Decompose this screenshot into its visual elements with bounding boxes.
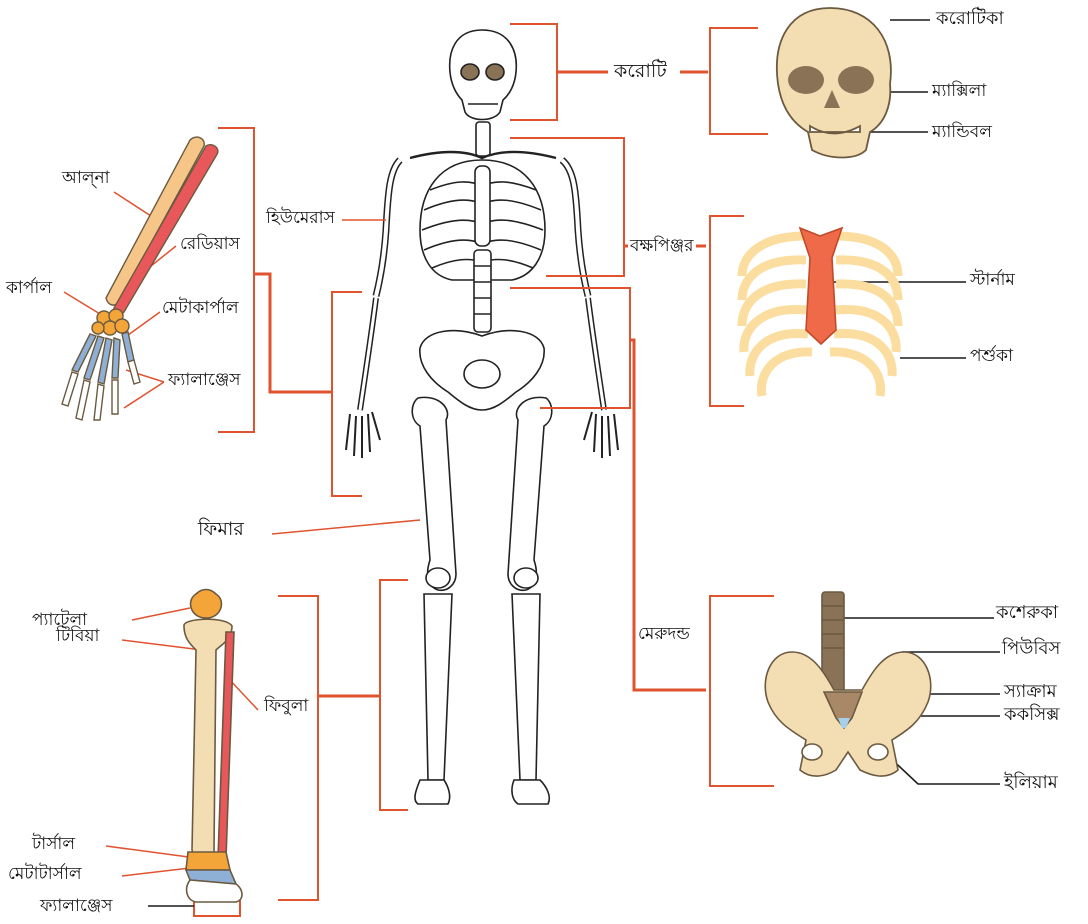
bracket-arm-skeleton: [332, 292, 362, 496]
label-metatarsal: মেটাটার্সাল: [6, 866, 84, 883]
skeleton-skull: [450, 30, 517, 120]
label-pubis: পিউবিস: [1000, 640, 1062, 658]
label-fibula: ফিবুলা: [262, 698, 310, 715]
full-skeleton: [346, 30, 618, 804]
bracket-pelvis-detail: [710, 596, 774, 786]
label-coccyx: ককসিক্স: [1002, 706, 1061, 724]
bracket-skull: [510, 24, 557, 120]
label-skull: করোটি: [612, 62, 669, 81]
label-sternum: স্টার্নাম: [968, 272, 1017, 289]
label-femur: ফিমার: [196, 520, 246, 539]
label-thorax: বক্ষপিঞ্জর: [628, 238, 696, 255]
detail-ribcage: [742, 228, 898, 396]
label-ulna: আল্‌না: [60, 170, 112, 187]
label-sacrum: স্যাক্রাম: [1002, 683, 1059, 701]
bracket-cranium-detail: [710, 28, 768, 134]
label-metacarpal: মেটাকার্পাল: [160, 300, 241, 317]
label-tarsal: টার্সাল: [30, 836, 77, 853]
label-cranium: করোটিকা: [934, 10, 1006, 28]
label-ribs: পর্শুকা: [968, 348, 1015, 365]
label-mandible: ম্যান্ডিবল: [930, 124, 994, 141]
label-tibia: টিবিয়া: [54, 628, 101, 645]
label-ilium: ইলিয়াম: [1002, 774, 1060, 792]
label-humerus: হিউমেরাস: [264, 210, 337, 227]
bracket-leg-skeleton: [380, 580, 408, 810]
label-vertebra: কশেরুকা: [994, 604, 1060, 622]
detail-leg: [184, 590, 242, 903]
label-vertebral-column: মেরুদন্ড: [636, 626, 692, 643]
label-phalanges-hand: ফ্যালাঞ্জেস: [166, 372, 242, 389]
detail-pelvis: [765, 592, 930, 776]
detail-skull: [777, 8, 891, 158]
label-carpal: কার্পাল: [4, 280, 54, 297]
label-phalanges-foot: ফ্যালাঞ্জেস: [38, 898, 114, 915]
label-maxilla: ম্যাক্সিলা: [930, 83, 988, 100]
bracket-leg: [278, 596, 318, 900]
label-radius: রেডিয়াস: [178, 236, 242, 253]
bracket-thorax-detail: [710, 216, 744, 406]
skeleton-femur: [412, 397, 456, 590]
